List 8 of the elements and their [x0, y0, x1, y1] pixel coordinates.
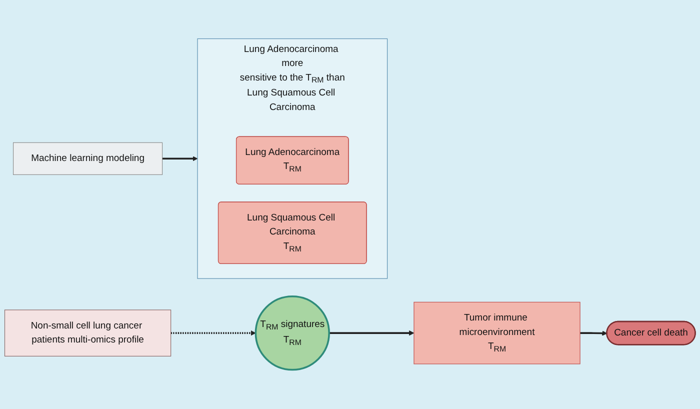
node-box: Machine learning modeling [12, 142, 163, 176]
node-box: Non-small cell lung cancer patients multi-omics profile [4, 310, 172, 357]
node-box: Tumor immune microenvironment T$_{RM}$ [414, 302, 580, 364]
arrow [170, 330, 256, 336]
arrow [162, 156, 198, 162]
node-circle: T$_{RM}$ signatures T$_{RM}$ [254, 296, 330, 371]
arrow [580, 330, 608, 336]
arrow [329, 330, 414, 336]
